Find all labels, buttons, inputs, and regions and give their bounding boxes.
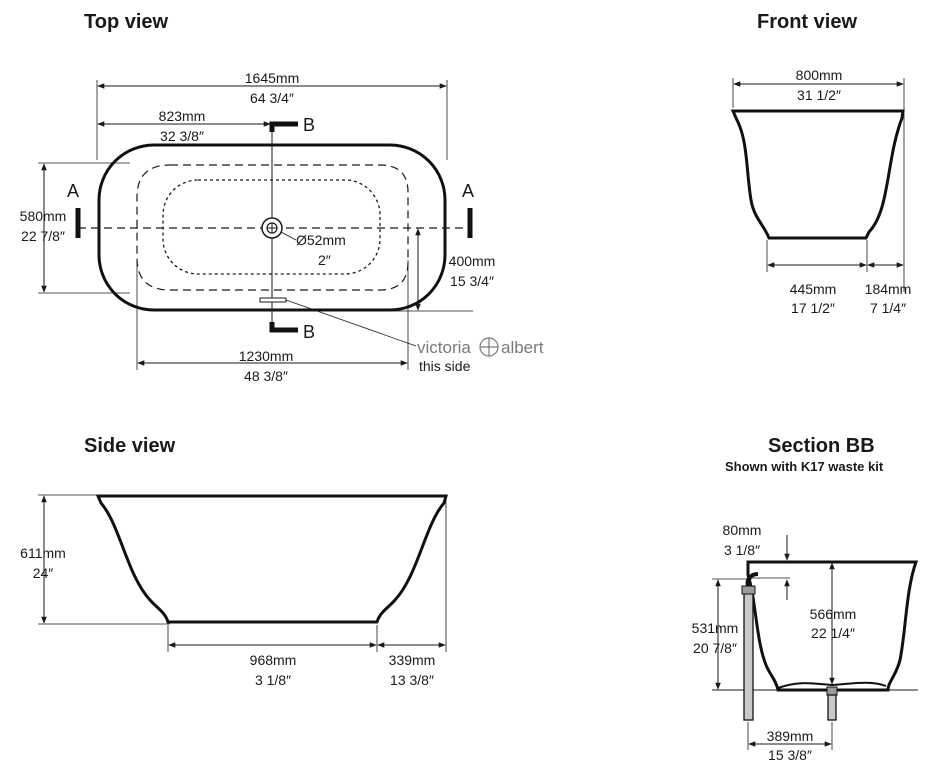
overflow-pipe-icon	[743, 589, 754, 721]
dim-side-height-mm: 611mm	[20, 545, 66, 561]
dim-side-flare-in: 13 3/8″	[390, 672, 434, 688]
dim-overall-width-mm: 1645mm	[245, 70, 299, 86]
top-view-inner-basin	[136, 164, 409, 291]
dim-front-width-in: 31 1/2″	[797, 87, 841, 103]
brand-name-right: albert	[501, 338, 544, 357]
dim-half-width-in: 32 3/8″	[160, 128, 204, 144]
dim-front-width-mm: 800mm	[796, 67, 843, 83]
dim-inner-height-in: 22 1/4″	[811, 625, 855, 641]
dim-overflow-height-in: 20 7/8″	[693, 640, 737, 656]
front-view-outline	[730, 109, 905, 240]
dim-overflow-height-mm: 531mm	[692, 620, 739, 636]
front-view-title: Front view	[757, 11, 857, 33]
dim-side-flare-mm: 339mm	[389, 652, 436, 668]
dim-waste-offset-in: 15 3/8″	[768, 747, 812, 763]
dim-front-flare-in: 7 1/4″	[870, 300, 906, 316]
dim-depth-mm: 580mm	[20, 208, 67, 224]
side-view: Side view 611mm 24″ 968mm 3 1/8″ 339mm 1…	[20, 435, 448, 688]
section-bb-shell	[746, 560, 919, 692]
dim-side-height-in: 24″	[33, 565, 54, 581]
dim-inner-height-mm: 566mm	[810, 606, 857, 622]
dim-front-flare-mm: 184mm	[865, 281, 912, 297]
section-bb: Section BB Shown with K17 waste kit 80mm…	[692, 435, 919, 763]
dim-front-base-in: 17 1/2″	[791, 300, 835, 316]
section-a-label-right: A	[462, 181, 474, 201]
dim-waste-diameter-in: 2″	[318, 252, 331, 268]
dim-inner-length-in: 48 3/8″	[244, 368, 288, 384]
dim-front-base-mm: 445mm	[790, 281, 837, 297]
section-a-label-left: A	[67, 181, 79, 201]
brand-note: this side	[419, 358, 471, 374]
dim-rim-mm: 80mm	[723, 522, 762, 538]
section-bb-subtitle: Shown with K17 waste kit	[725, 459, 884, 474]
waste-pipe-icon	[827, 694, 837, 721]
dim-waste-diameter-mm: Ø52mm	[296, 232, 346, 248]
overflow-slot-icon	[259, 297, 287, 303]
front-view: Front view 800mm 31 1/2″ 445mm 17 1/2″ 1…	[730, 11, 912, 316]
dim-inner-length-mm: 1230mm	[239, 348, 293, 364]
dim-half-width-mm: 823mm	[159, 108, 206, 124]
dim-inner-offset-in: 15 3/4″	[450, 273, 494, 289]
section-b-marker-top	[269, 121, 298, 132]
waste-fitting-icon	[826, 686, 838, 696]
top-view-title: Top view	[84, 11, 169, 33]
top-view: Top view A A B B 1645mm 64 3/4″	[20, 11, 544, 384]
dim-waste-offset-mm: 389mm	[767, 728, 814, 744]
section-b-label-top: B	[303, 115, 315, 135]
brand-name-left: victoria	[417, 338, 471, 357]
dim-depth-in: 22 7/8″	[21, 228, 65, 244]
dim-side-base-in: 3 1/8″	[255, 672, 291, 688]
section-b-marker-bottom	[269, 322, 298, 333]
side-view-outline	[95, 494, 448, 624]
section-bb-title: Section BB	[768, 435, 875, 457]
dim-overall-width-in: 64 3/4″	[250, 90, 294, 106]
dim-rim-in: 3 1/8″	[724, 542, 760, 558]
side-view-title: Side view	[84, 435, 176, 457]
section-b-label-bottom: B	[303, 322, 315, 342]
dim-inner-offset-mm: 400mm	[449, 253, 496, 269]
dim-side-base-mm: 968mm	[250, 652, 297, 668]
